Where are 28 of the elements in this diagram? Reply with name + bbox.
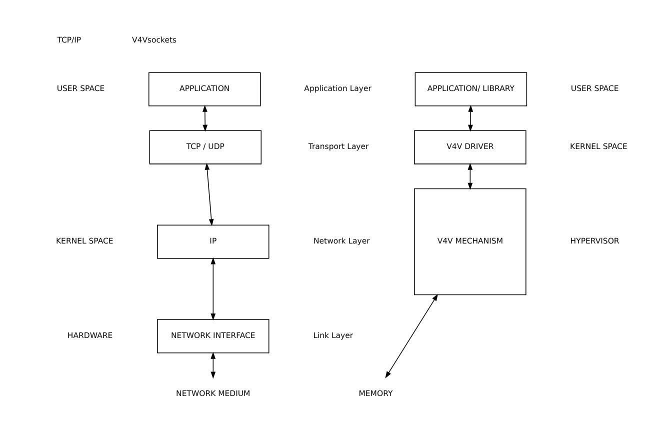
- label: KERNEL SPACE: [570, 142, 628, 152]
- label: Transport Layer: [308, 142, 369, 152]
- arrow: [468, 104, 474, 132]
- label: Network Layer: [313, 236, 370, 246]
- label: HARDWARE: [67, 331, 113, 340]
- label: Application Layer: [304, 84, 372, 94]
- node-box: TCP / UDP: [149, 130, 262, 164]
- label: V4Vsockets: [132, 35, 177, 44]
- arrow: [204, 162, 214, 226]
- node-box: APPLICATION/ LIBRARY: [414, 72, 528, 106]
- label: USER SPACE: [570, 84, 619, 94]
- arrow: [210, 352, 216, 379]
- label: HYPERVISOR: [570, 236, 620, 246]
- node-box: V4V MECHANISM: [414, 188, 526, 296]
- arrow: [468, 162, 473, 190]
- node-text: NETWORK MEDIUM: [176, 389, 250, 398]
- node-text: MEMORY: [358, 389, 393, 398]
- arrow: [385, 294, 438, 378]
- arrow: [202, 104, 208, 132]
- label: TCP/IP: [57, 35, 82, 44]
- arrow: [210, 257, 216, 321]
- node-box: V4V DRIVER: [414, 130, 526, 164]
- label: USER SPACE: [56, 84, 105, 94]
- label: Link Layer: [313, 331, 354, 340]
- node-box: NETWORK INTERFACE: [157, 319, 270, 354]
- node-box: APPLICATION: [148, 72, 261, 106]
- label: KERNEL SPACE: [56, 236, 114, 246]
- node-box: IP: [157, 224, 270, 259]
